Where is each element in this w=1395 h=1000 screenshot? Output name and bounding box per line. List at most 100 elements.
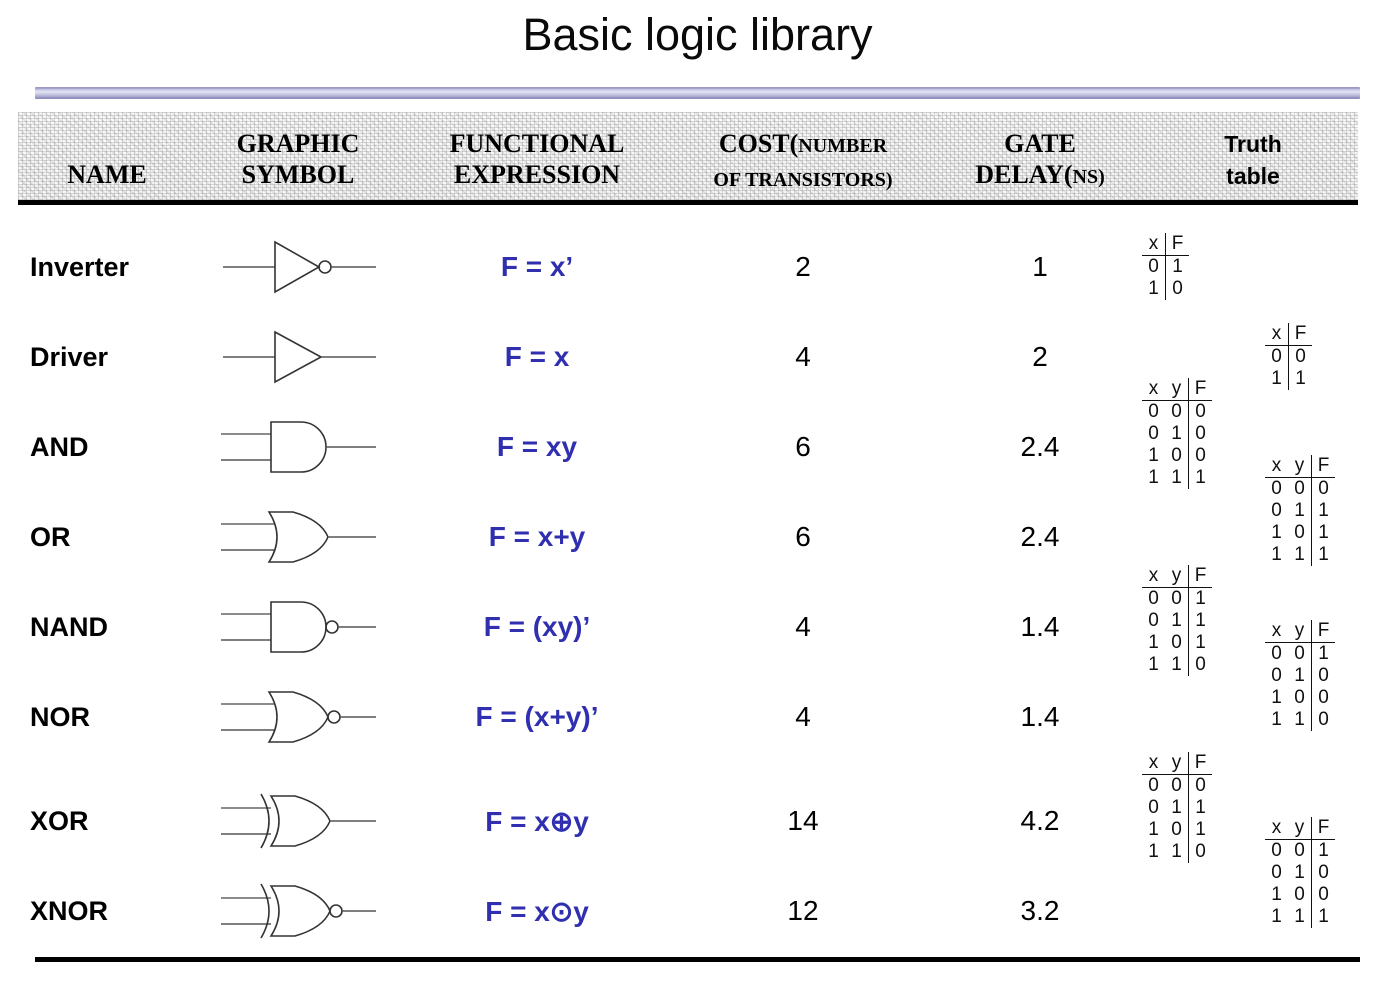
truth-table-cell: 0 — [1165, 278, 1189, 300]
truth-table-cell: 1 — [1148, 632, 1159, 653]
truth-table-cell: 0 — [1311, 687, 1335, 709]
truth-table-cell: 1 — [1294, 906, 1305, 927]
truth-table-cell: 0 — [1294, 522, 1305, 543]
table-row: XNOR F = x⊙y 12 3.2 — [0, 866, 1395, 956]
table-header-band — [18, 112, 1358, 200]
truth-table-cell: 1 — [1294, 544, 1305, 565]
gate-delay-value: 4.2 — [1020, 805, 1060, 836]
truth-table-header-cell: F — [1311, 817, 1335, 840]
truth-table-cell: 1 — [1148, 278, 1159, 299]
truth-table-cell: 0 — [1148, 401, 1159, 422]
truth-table-cell: 0 — [1294, 884, 1305, 905]
truth-table-cell: 0 — [1188, 841, 1212, 863]
gate-delay-value: 1 — [1032, 251, 1048, 282]
truth-table-cell: 1 — [1271, 709, 1282, 730]
cost-value: 4 — [795, 341, 811, 372]
truth-table-cell: 0 — [1294, 840, 1305, 861]
truth-table-cell: 1 — [1311, 500, 1335, 522]
gate-delay-value: 2.4 — [1020, 431, 1060, 462]
gate-name: OR — [30, 521, 71, 552]
gate-delay-value: 2 — [1032, 341, 1048, 372]
truth-table-cell: 0 — [1171, 445, 1182, 466]
column-header-gate-line2a: DELAY( — [975, 160, 1073, 189]
column-header-graphic-symbol: GRAPHIC SYMBOL — [200, 128, 396, 190]
truth-table-header-cell: y — [1165, 752, 1189, 775]
truth-table-cell: 0 — [1294, 478, 1305, 499]
column-header-functional-line1: FUNCTIONAL — [449, 129, 625, 158]
nand-gate-symbol — [200, 582, 396, 672]
truth-table-cell: 0 — [1148, 797, 1159, 818]
gate-delay-value: 1.4 — [1020, 611, 1060, 642]
table-row: NOR F = (x+y)’ 4 1.4 — [0, 672, 1395, 762]
column-header-cost-line1a: COST( — [718, 129, 799, 158]
truth-table-cell: 1 — [1171, 423, 1182, 444]
gate-name: NOR — [30, 701, 90, 732]
truth-table-cell: 0 — [1188, 445, 1212, 467]
truth-table-cell: 1 — [1271, 687, 1282, 708]
truth-table-cell: 1 — [1294, 862, 1305, 883]
truth-table-cell: 1 — [1288, 368, 1312, 390]
truth-table-cell: 0 — [1271, 478, 1282, 499]
truth-table-cell: 0 — [1294, 643, 1305, 664]
column-header-gate-line1: GATE — [1004, 129, 1076, 158]
truth-table-header-cell: F — [1165, 233, 1189, 256]
inverter-gate-symbol — [200, 222, 396, 312]
truth-table-header-cell: y — [1288, 620, 1312, 643]
truth-table-cell: 1 — [1294, 709, 1305, 730]
gate-name: Driver — [30, 341, 109, 372]
gate-name: AND — [30, 431, 89, 462]
truth-table-header-cell: x — [1265, 323, 1289, 346]
truth-table-cell: 0 — [1294, 687, 1305, 708]
functional-expression: F = (xy)’ — [483, 611, 591, 642]
truth-table-cell: 1 — [1311, 839, 1335, 862]
truth-table-cell: 1 — [1271, 544, 1282, 565]
table-row: OR F = x+y 6 2.4 — [0, 492, 1395, 582]
column-header-gate-delay: GATE DELAY(NS) — [936, 128, 1144, 193]
truth-table-cell: 1 — [1271, 906, 1282, 927]
truth-table-cell: 1 — [1294, 500, 1305, 521]
truth-table-cell: 0 — [1171, 775, 1182, 796]
truth-table-cell: 1 — [1311, 642, 1335, 665]
truth-table-cell: 1 — [1271, 368, 1282, 389]
truth-table-cell: 1 — [1171, 654, 1182, 675]
truth-table-header-cell: x — [1142, 378, 1165, 401]
cost-value: 4 — [795, 701, 811, 732]
truth-table-cell: 1 — [1188, 467, 1212, 489]
page-title: Basic logic library — [522, 9, 873, 60]
nor-gate-symbol — [200, 672, 396, 762]
truth-table-cell: 0 — [1188, 654, 1212, 676]
buffer-gate-symbol — [200, 312, 396, 402]
truth-table-cell: 1 — [1165, 255, 1189, 278]
functional-expression: F = x’ — [500, 251, 574, 282]
truth-table-cell: 1 — [1271, 884, 1282, 905]
cost-value: 12 — [787, 895, 819, 926]
header-bottom-rule — [18, 200, 1358, 205]
column-header-cost-line1b: NUMBER — [798, 135, 888, 157]
truth-table-cell: 1 — [1271, 522, 1282, 543]
truth-table-cell: 0 — [1148, 775, 1159, 796]
truth-table-cell: 0 — [1148, 588, 1159, 609]
